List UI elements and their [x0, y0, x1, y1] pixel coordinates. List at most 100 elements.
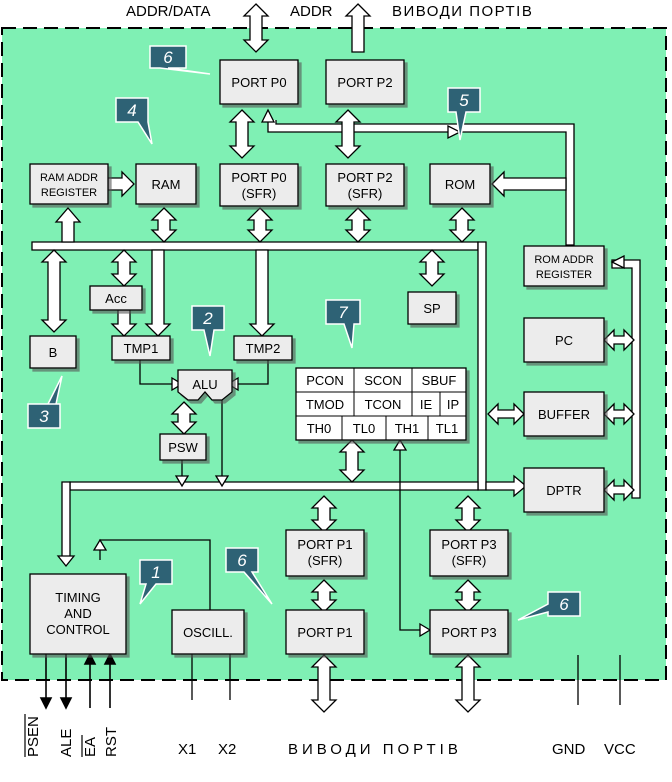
- callout-2-number: 2: [202, 309, 213, 328]
- callout-1: [139, 559, 173, 605]
- top-addr-label: ADDR: [290, 3, 333, 20]
- callout-5: [447, 87, 481, 141]
- control-lines: [39, 652, 117, 710]
- callouts: [27, 45, 581, 621]
- callout-4: [115, 97, 153, 145]
- ale-pin-label: ALE: [58, 729, 75, 757]
- timing-label-2: AND: [64, 606, 91, 621]
- port-p2-label: PORT P2: [337, 75, 392, 90]
- ea-pin-label: EA: [82, 737, 99, 757]
- rst-pin-label: RST: [103, 727, 120, 757]
- alu-block: [177, 369, 233, 401]
- callout-2: [191, 305, 225, 357]
- callout-6a: [149, 45, 211, 75]
- oscill-block: [171, 609, 245, 655]
- port-p0-sfr-label-2: (SFR): [242, 186, 277, 201]
- ram-block: [135, 163, 197, 205]
- tmp2-block: [233, 335, 293, 361]
- callout-7-number: 7: [338, 303, 348, 322]
- rom-label: ROM: [445, 177, 475, 192]
- sfr-cell: TH1: [395, 421, 420, 436]
- port-p2-sfr-label-1: PORT P2: [337, 170, 392, 185]
- callout-1-number: 1: [151, 563, 160, 582]
- x1-pin-label: X1: [178, 741, 196, 758]
- x2-pin-label: X2: [218, 741, 236, 758]
- callout-6b: [225, 547, 273, 605]
- port-p3-sfr-label-1: PORT P3: [441, 537, 496, 552]
- sfr-cell: SCON: [364, 373, 402, 388]
- psw-label: PSW: [168, 440, 198, 455]
- bottom-port-pins-label: ВИВОДИ ПОРТІВ: [288, 741, 462, 758]
- top-port-pins-label: ВИВОДИ ПОРТІВ: [392, 3, 533, 20]
- port-p1-sfr-label-1: PORT P1: [297, 537, 352, 552]
- port-p1-sfr-block: [285, 529, 365, 577]
- sfr-table: [295, 367, 467, 441]
- callout-6c-number: 6: [559, 595, 569, 614]
- callout-6a-number: 6: [163, 48, 173, 67]
- vcc-pin-label: VCC: [604, 741, 636, 758]
- dptr-label: DPTR: [546, 483, 581, 498]
- rom-addr-label-2: REGISTER: [536, 269, 592, 281]
- port-p1-block: [285, 609, 365, 655]
- sfr-cell: IE: [420, 397, 433, 412]
- port-p0-sfr-label-1: PORT P0: [231, 170, 286, 185]
- ram-addr-label-2: REGISTER: [41, 187, 97, 199]
- sfr-cell: TL0: [353, 421, 375, 436]
- port-p2-sfr-label-2: (SFR): [348, 186, 383, 201]
- callout-4-number: 4: [127, 101, 136, 120]
- b-label: B: [49, 345, 58, 360]
- port-p2-sfr-block: [325, 163, 405, 207]
- timing-label-1: TIMING: [55, 590, 101, 605]
- port-p3-label: PORT P3: [441, 625, 496, 640]
- callout-6b-number: 6: [237, 551, 247, 570]
- port-p1-sfr-label-2: (SFR): [308, 553, 343, 568]
- sfr-cell: TMOD: [306, 397, 344, 412]
- sfr-cell: IP: [447, 397, 459, 412]
- top-addr-data-label: ADDR/DATA: [126, 3, 210, 20]
- port-p3-sfr-block: [429, 529, 509, 577]
- timing-control-block: [29, 573, 127, 655]
- tmp2-label: TMP2: [246, 341, 281, 356]
- callout-7: [325, 299, 361, 349]
- acc-label: Acc: [105, 291, 127, 306]
- overbars: [24, 714, 83, 757]
- callout-3-number: 3: [39, 407, 49, 426]
- acc-block: [89, 285, 143, 311]
- tmp1-label: TMP1: [124, 341, 159, 356]
- sfr-cell: SBUF: [422, 373, 457, 388]
- timing-label-3: CONTROL: [46, 622, 110, 637]
- sfr-cell: TH0: [307, 421, 332, 436]
- pc-label: PC: [555, 333, 573, 348]
- sfr-cell: TL1: [436, 421, 458, 436]
- psen-pin-label: PSEN: [25, 716, 42, 757]
- buffer-label: BUFFER: [538, 407, 590, 422]
- sfr-cell: PCON: [306, 373, 344, 388]
- gnd-pin-label: GND: [552, 741, 586, 758]
- sp-block: [407, 291, 457, 325]
- bus-arrows: [40, 3, 635, 713]
- rom-addr-register-block: [523, 245, 605, 287]
- sp-label: SP: [423, 301, 440, 316]
- b-block: [29, 335, 77, 369]
- callout-6c: [517, 591, 581, 621]
- port-p3-sfr-label-2: (SFR): [452, 553, 487, 568]
- sfr-cells: PCON SCON SBUF TMOD TCON IE IP TH0 TL0 T…: [306, 373, 459, 436]
- sfr-cell: TCON: [365, 397, 402, 412]
- port-p3-block: [429, 609, 509, 655]
- oscill-label: OSCILL.: [183, 625, 233, 640]
- callout-3: [27, 375, 63, 429]
- psw-block: [159, 433, 207, 461]
- callout-5-number: 5: [459, 91, 469, 110]
- port-p0-block: [219, 59, 299, 105]
- port-p2-block: [325, 59, 405, 105]
- pc-block: [523, 317, 605, 363]
- rom-addr-label-1: ROM ADDR: [534, 254, 593, 266]
- alu-label: ALU: [192, 377, 217, 392]
- dptr-block: [523, 467, 605, 513]
- port-p0-label: PORT P0: [231, 75, 286, 90]
- rom-block: [429, 163, 491, 205]
- wires: [31, 120, 641, 705]
- ram-addr-label-1: RAM ADDR: [40, 172, 98, 184]
